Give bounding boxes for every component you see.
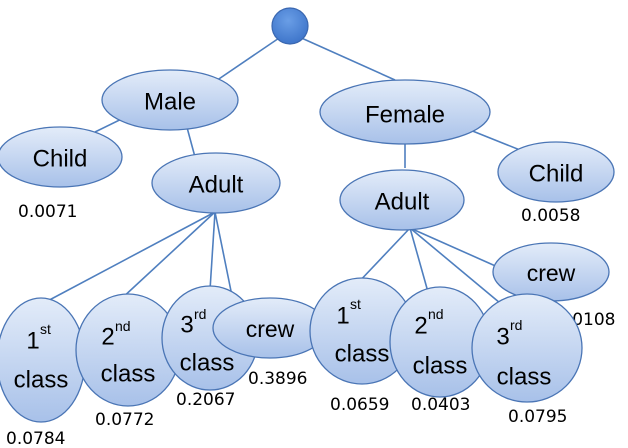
node-female-adult-label: Adult xyxy=(375,188,430,215)
edge-female-child xyxy=(469,129,526,153)
node-male-label: Male xyxy=(144,88,196,115)
edge-fadult-1st xyxy=(354,227,411,287)
value-female-child: 0.0058 xyxy=(521,206,580,226)
value-female-1st: 0.0659 xyxy=(330,395,389,415)
node-female-1st-class: 1 st class xyxy=(309,277,415,385)
node-female-3rd-class: 3 rd class xyxy=(471,293,583,403)
node-female-3rd-class: class xyxy=(497,363,552,390)
value-male-2nd: 0.0772 xyxy=(95,410,154,430)
edge-fadult-3rd xyxy=(409,227,501,304)
value-female-2nd: 0.0403 xyxy=(411,395,470,415)
node-male-2nd-sup: nd xyxy=(115,318,131,334)
node-female-2nd-class: class xyxy=(413,352,468,379)
node-female-3rd-sup: rd xyxy=(510,317,522,333)
node-female-1st-class: class xyxy=(335,340,390,367)
value-female-3rd: 0.0795 xyxy=(508,407,567,427)
node-male-3rd-num: 3 xyxy=(180,311,193,338)
edge-madult-crew xyxy=(214,211,233,297)
node-female-3rd-num: 3 xyxy=(496,323,509,350)
node-female-adult: Adult xyxy=(339,169,465,231)
node-male: Male xyxy=(101,69,239,131)
node-male-child: Child xyxy=(0,126,123,188)
node-female-1st-num: 1 xyxy=(336,302,349,329)
node-female-2nd-num: 2 xyxy=(414,312,427,339)
value-male-child: 0.0071 xyxy=(18,202,77,222)
node-male-crew: crew xyxy=(212,297,328,359)
node-male-2nd-class: class xyxy=(101,360,156,387)
node-male-1st-class: class xyxy=(14,366,69,393)
node-female-1st-sup: st xyxy=(350,296,361,312)
node-male-1st-num: 1 xyxy=(26,327,39,354)
node-male-2nd-num: 2 xyxy=(101,323,114,350)
node-male-adult-label: Adult xyxy=(189,171,244,198)
value-male-crew: 0.3896 xyxy=(248,369,307,389)
edge-root-male xyxy=(209,33,286,86)
node-male-crew-label: crew xyxy=(246,316,295,342)
node-female-child-label: Child xyxy=(529,160,584,187)
node-male-3rd-class: class xyxy=(180,349,235,376)
node-male-2nd-class: 2 nd class xyxy=(75,293,181,407)
value-male-3rd: 0.2067 xyxy=(176,390,235,410)
node-male-1st-class: 1 st class xyxy=(0,297,86,423)
edge-madult-1st xyxy=(39,211,216,306)
value-male-1st: 0.0784 xyxy=(6,429,65,448)
node-female-child: Child xyxy=(497,141,615,203)
node-male-adult: Adult xyxy=(151,152,281,214)
node-female-crew: crew xyxy=(492,242,610,302)
edge-root-female xyxy=(296,35,396,81)
edge-madult-2nd xyxy=(119,211,216,301)
node-male-1st-sup: st xyxy=(40,321,51,337)
edge-fadult-crew xyxy=(409,227,501,269)
node-female-label: Female xyxy=(365,101,445,128)
node-female: Female xyxy=(319,79,491,145)
node-female-crew-label: crew xyxy=(527,260,576,286)
tree-edges xyxy=(39,33,526,306)
node-male-child-label: Child xyxy=(33,145,88,172)
node-male-3rd-sup: rd xyxy=(194,306,206,322)
edge-madult-3rd xyxy=(209,211,216,291)
edge-fadult-2nd xyxy=(409,227,429,293)
node-female-2nd-sup: nd xyxy=(428,306,444,322)
root-node xyxy=(271,7,309,45)
node-female-2nd-class: 2 nd class xyxy=(389,286,491,398)
